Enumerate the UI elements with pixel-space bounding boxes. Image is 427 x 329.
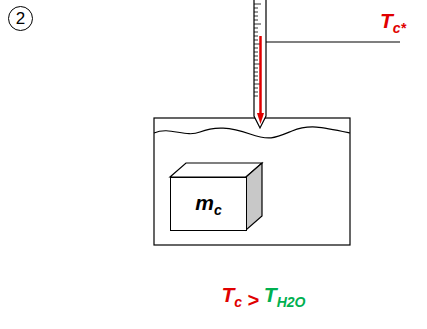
mass-label: mc (195, 192, 221, 217)
scale-tick (254, 72, 258, 73)
scale-tick (254, 8, 258, 9)
scale-tick (254, 48, 258, 49)
scale-tick (254, 96, 258, 97)
scale-tick (254, 32, 258, 33)
scale-tick (254, 76, 258, 77)
scale-tick (254, 40, 258, 41)
comparison-sign: > (247, 290, 259, 310)
mercury-column (259, 36, 262, 116)
water-temperature: TH2O (264, 284, 306, 309)
scale-tick (254, 52, 258, 53)
water-surface (154, 127, 350, 138)
cube-temperature: Tc (222, 284, 243, 309)
scale-tick (254, 20, 258, 21)
step-number: 2 (16, 10, 25, 27)
scale-tick (254, 4, 261, 5)
mercury-tip (257, 113, 264, 124)
beaker (154, 118, 350, 245)
cube-front: mc (170, 177, 247, 231)
scale-tick (254, 28, 258, 29)
scale-tick (254, 80, 258, 81)
scale-tick (254, 16, 258, 17)
scale-tick (254, 68, 258, 69)
scale-tick (254, 88, 258, 89)
scale-tick (254, 24, 261, 25)
reading-line (266, 41, 400, 42)
temperature-reading: Tc* (380, 10, 406, 35)
thermometer (254, 0, 266, 128)
scale-tick (254, 36, 258, 37)
cube-side (246, 163, 262, 230)
inequality-row: Tc>TH2O (0, 284, 427, 310)
step-number-circle: 2 (8, 6, 33, 31)
scale-tick (254, 60, 258, 61)
scale-tick (254, 56, 258, 57)
scale-tick (254, 92, 258, 93)
scale-tick (254, 12, 258, 13)
